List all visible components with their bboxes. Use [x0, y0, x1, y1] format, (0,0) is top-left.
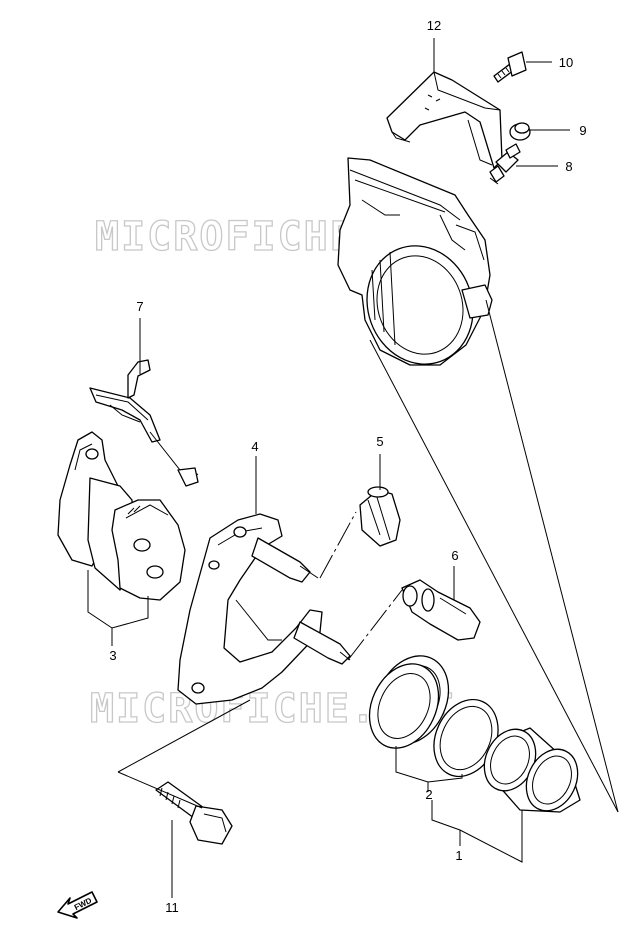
leader-lines — [87, 38, 619, 898]
callout-8: 8 — [565, 159, 572, 174]
mounting-bolt-icon[interactable] — [155, 781, 233, 845]
callout-10: 10 — [559, 55, 573, 70]
bleeder-cap-icon[interactable] — [509, 122, 531, 141]
caliper-cover-icon[interactable] — [386, 71, 503, 169]
callout-11: 11 — [165, 900, 179, 915]
callout-1: 1 — [455, 848, 462, 863]
bolt-icon[interactable] — [493, 51, 527, 83]
piston-seal-icon[interactable] — [356, 644, 510, 787]
callout-12: 12 — [427, 18, 441, 33]
brake-pad-set-icon[interactable] — [57, 431, 186, 601]
caliper-bracket-icon[interactable] — [177, 513, 351, 705]
callout-9: 9 — [579, 123, 586, 138]
callout-3: 3 — [109, 648, 116, 663]
callout-6: 6 — [451, 548, 458, 563]
pad-spring-icon[interactable] — [89, 359, 199, 487]
slide-pin-icon[interactable] — [401, 579, 481, 641]
callout-numbers: 12 10 9 8 7 4 5 6 3 2 1 11 — [109, 18, 586, 915]
callout-2: 2 — [425, 787, 432, 802]
caliper-piston-icon[interactable] — [475, 721, 588, 819]
fwd-arrow-icon: FWD — [57, 891, 98, 919]
caliper-body-icon[interactable] — [337, 157, 493, 379]
callout-5: 5 — [376, 434, 383, 449]
callout-7: 7 — [136, 299, 143, 314]
callout-4: 4 — [251, 439, 258, 454]
bleeder-valve-icon[interactable] — [489, 143, 521, 185]
boot-icon[interactable] — [359, 486, 401, 547]
